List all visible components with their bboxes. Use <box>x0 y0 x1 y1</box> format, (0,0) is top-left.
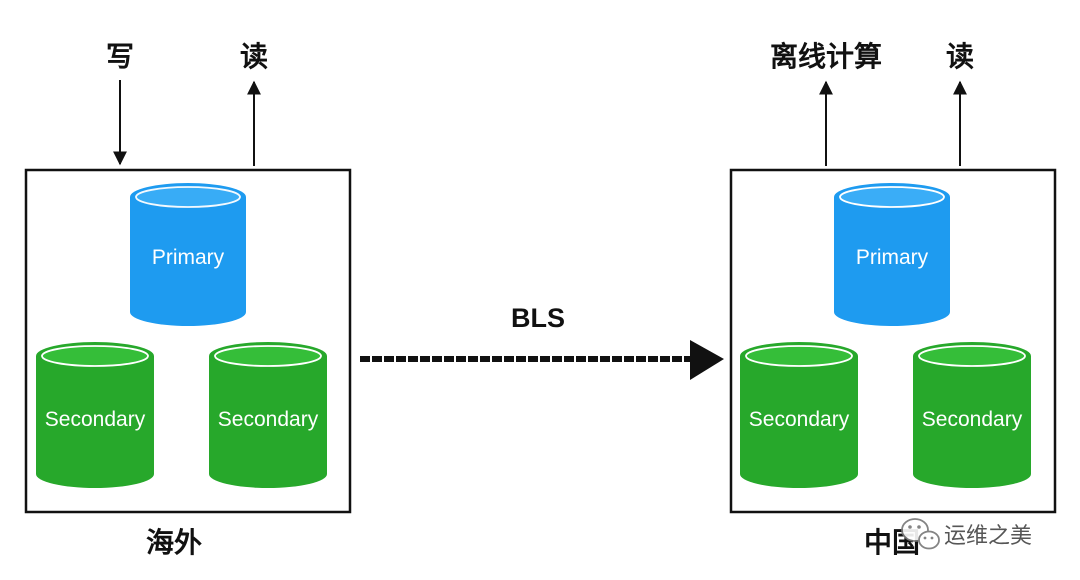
china-secondary-label-1: Secondary <box>749 408 850 431</box>
overseas-site-box <box>24 168 352 514</box>
watermark: 运维之美 <box>901 518 1032 550</box>
china-primary-label: Primary <box>856 246 929 269</box>
wechat-icon <box>901 518 940 550</box>
watermark-text: 运维之美 <box>944 524 1032 549</box>
overseas-secondary-db-2: Secondary <box>209 342 327 488</box>
overseas-secondary-label-1: Secondary <box>45 408 146 431</box>
overseas-region-label: 海外 <box>146 526 202 559</box>
overseas-secondary-db-1: Secondary <box>36 342 154 488</box>
write-label: 写 <box>106 40 134 73</box>
china-secondary-label-2: Secondary <box>922 408 1023 431</box>
china-secondary-db-2: Secondary <box>913 342 1031 488</box>
china-site-box <box>729 168 1057 514</box>
china-primary-db: Primary <box>834 183 950 326</box>
bls-link: BLS <box>360 303 724 380</box>
overseas-secondary-label-2: Secondary <box>218 408 319 431</box>
china-secondary-db-1: Secondary <box>740 342 858 488</box>
china-read-label: 读 <box>946 40 974 73</box>
bls-label: BLS <box>511 303 565 333</box>
overseas-read-label: 读 <box>240 40 268 73</box>
bls-arrow-head <box>690 340 724 380</box>
china-site: 离线计算 读 Primary Secondary Secondary 中国 <box>729 40 1057 559</box>
offline-compute-label: 离线计算 <box>770 40 882 73</box>
overseas-primary-label: Primary <box>152 246 225 269</box>
overseas-primary-db: Primary <box>130 183 246 326</box>
overseas-site: 写 读 Primary Secondary Secondary 海外 <box>24 40 352 559</box>
